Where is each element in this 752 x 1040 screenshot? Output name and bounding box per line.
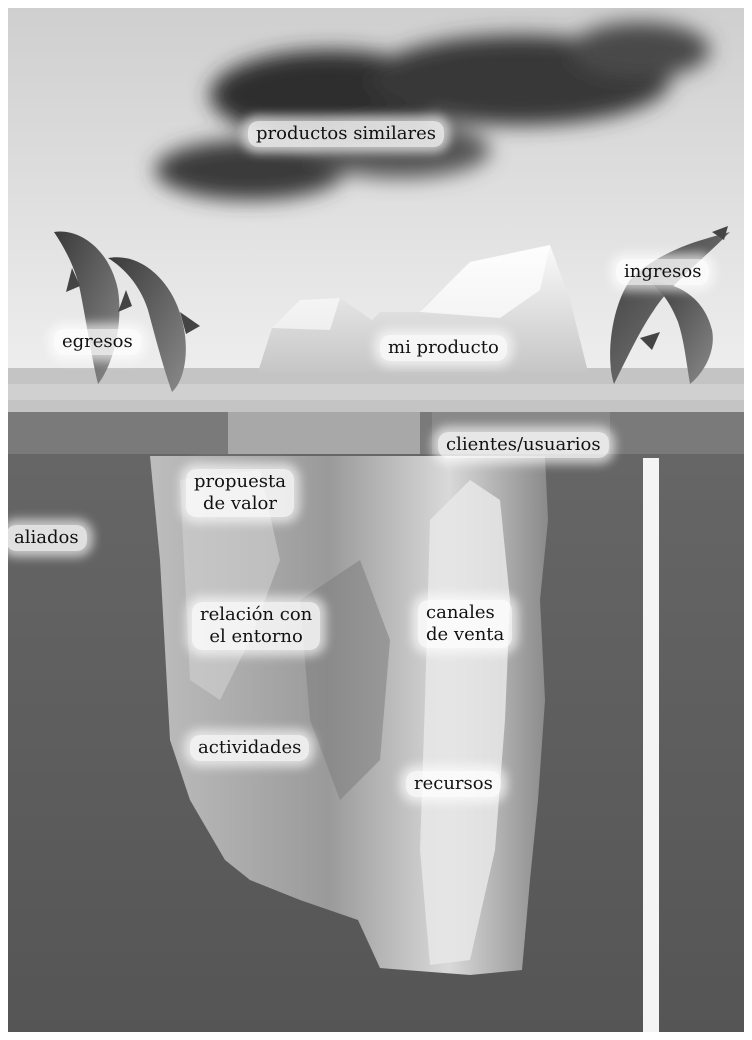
label-recursos: recursos	[406, 771, 501, 797]
divider-bar	[643, 458, 659, 1036]
label-clientes-usuarios: clientes/usuarios	[438, 432, 609, 458]
label-canales-de-venta: canales de venta	[418, 600, 512, 648]
label-propuesta-de-valor: propuesta de valor	[186, 469, 294, 517]
label-egresos: egresos	[54, 329, 141, 355]
label-aliados: aliados	[6, 525, 87, 551]
label-relacion-con-el-entorno: relación con el entorno	[192, 602, 320, 650]
label-productos-similares: productos similares	[248, 121, 444, 147]
label-ingresos: ingresos	[616, 259, 709, 285]
label-actividades: actividades	[190, 735, 309, 761]
label-mi-producto: mi producto	[380, 335, 507, 361]
